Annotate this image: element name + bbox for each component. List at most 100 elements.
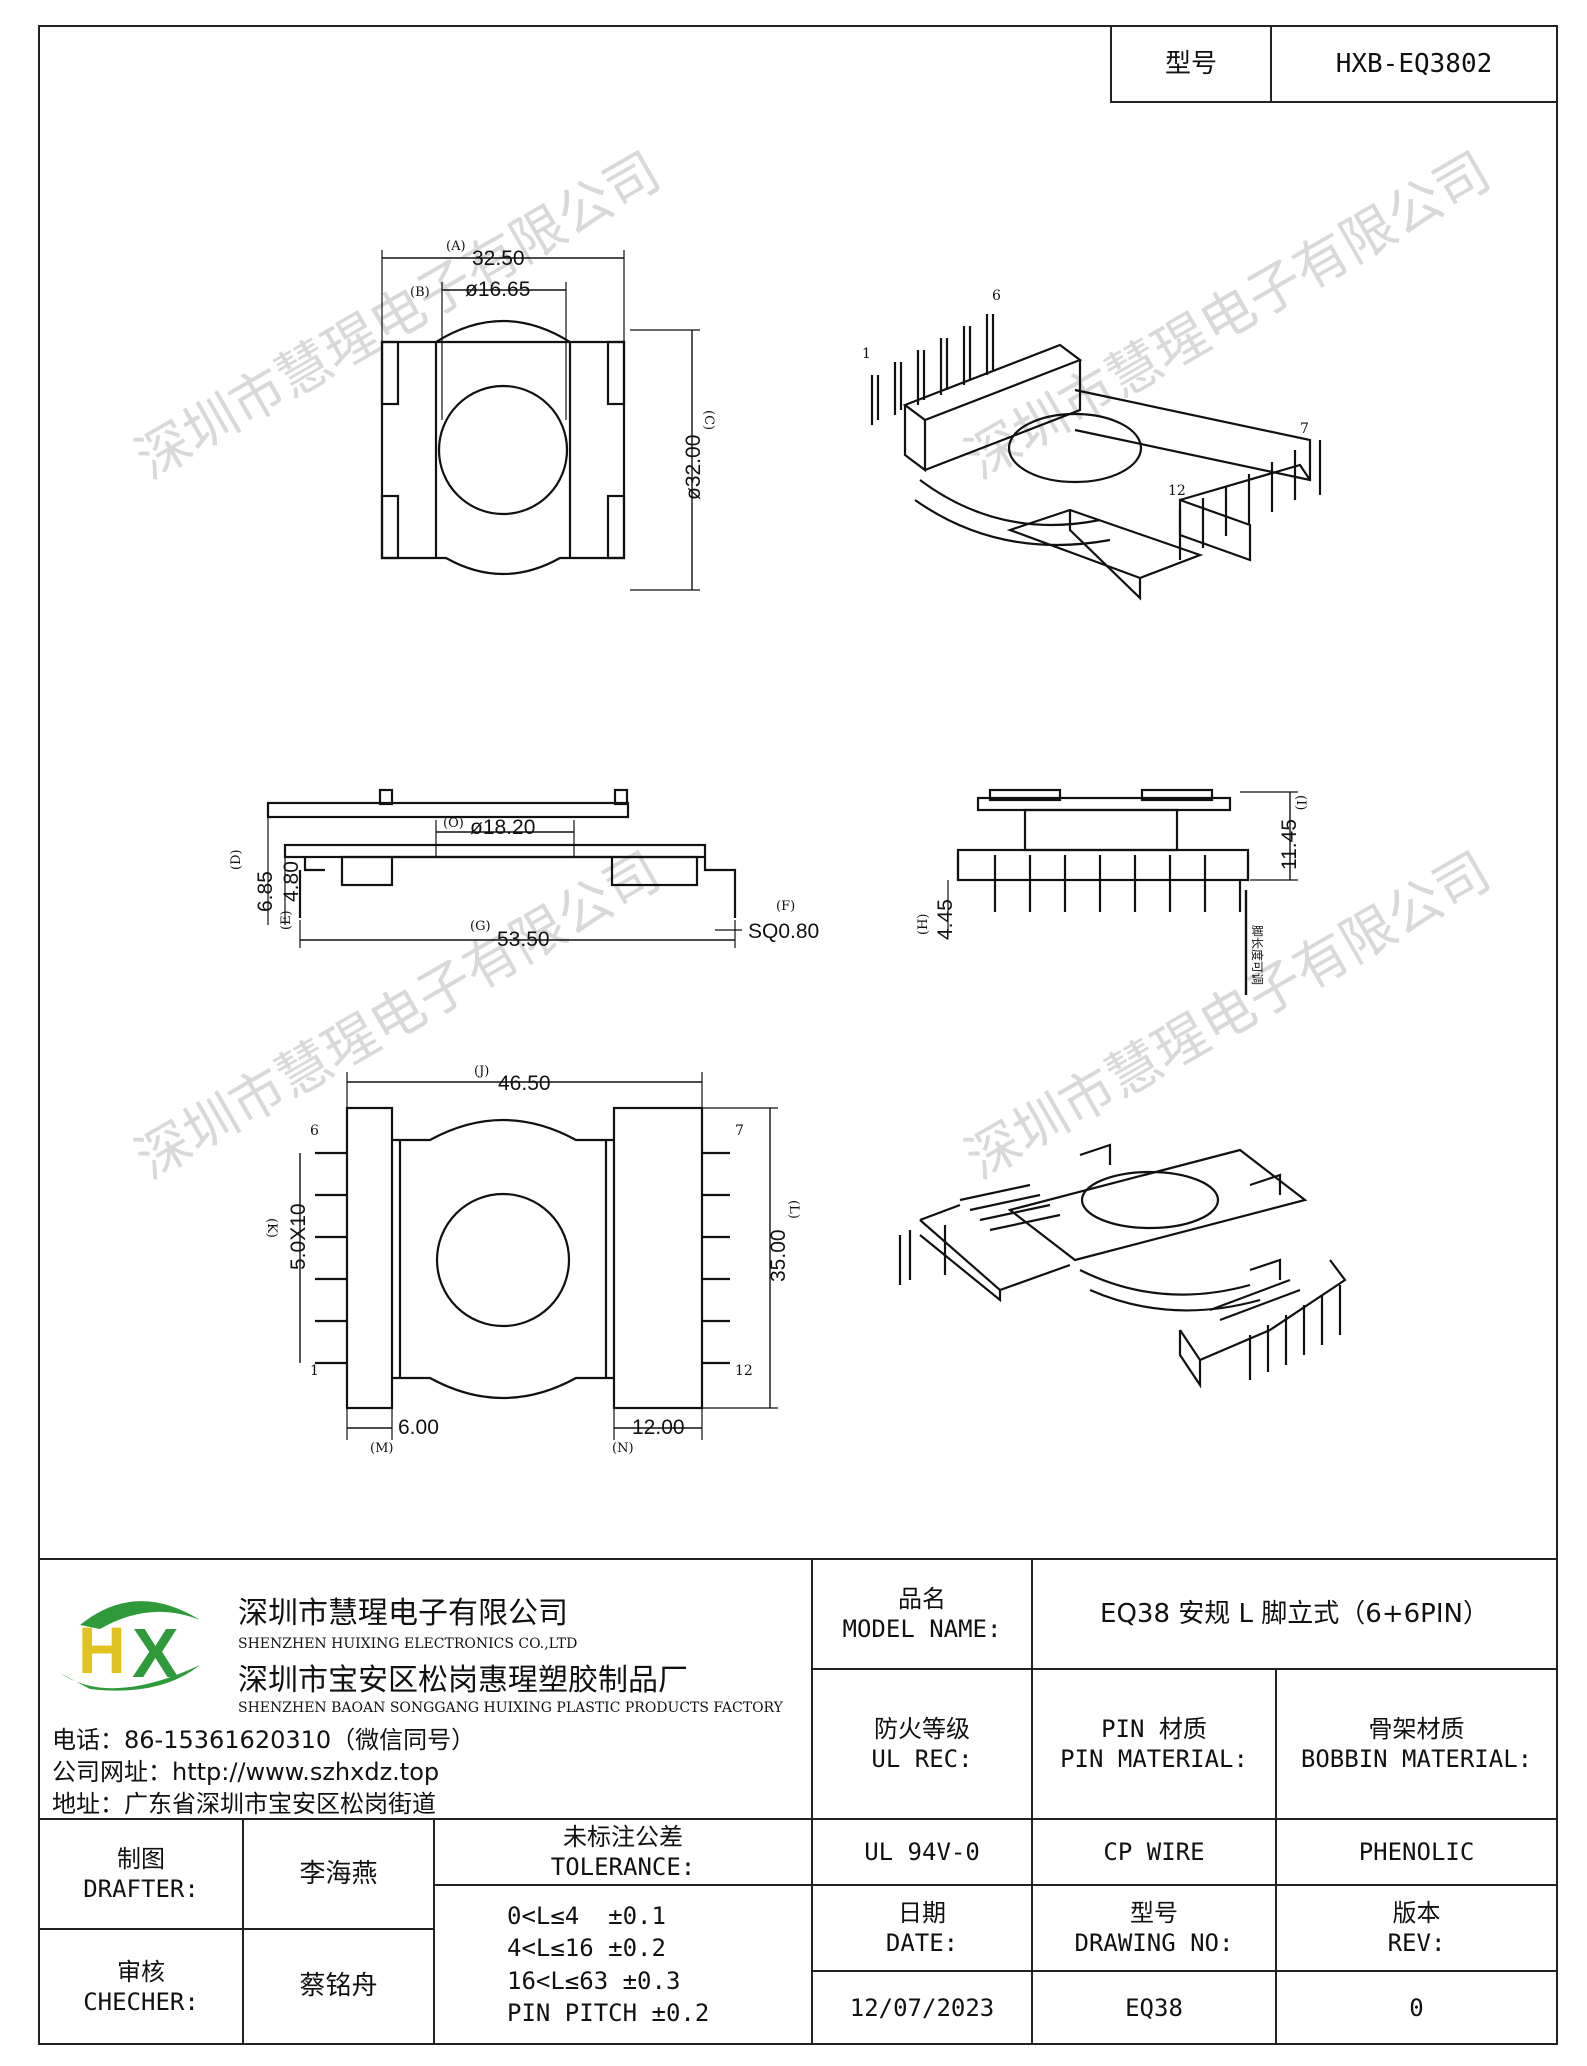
- checker-label-en: CHECHER:: [83, 1987, 199, 2016]
- date-label: 日期 DATE:: [811, 1884, 1033, 1972]
- iso-top-view: [870, 314, 1322, 601]
- tolerance-line: 0<L≤4 ±0.1: [507, 1901, 666, 1930]
- tolerance-label-cn: 未标注公差: [563, 1823, 683, 1851]
- drafter-label-en: DRAFTER:: [83, 1875, 199, 1903]
- dim-c-value: ø32.00: [682, 435, 705, 500]
- pin-length-note: 脚长度可调: [1250, 925, 1265, 985]
- dim-tag-f: (F): [776, 899, 795, 914]
- iso-pin-label-12: 12: [1168, 483, 1186, 499]
- ul-rec-value: UL 94V-0: [811, 1818, 1033, 1886]
- rev-label-cn: 版本: [1392, 1899, 1441, 1927]
- dim-tag-k: (K): [264, 1218, 279, 1238]
- iso-bottom-view: [898, 1143, 1347, 1389]
- dim-l-value: 35.00: [767, 1229, 790, 1282]
- dim-tag-d: (D): [229, 849, 244, 870]
- dim-j-value: 46.50: [498, 1072, 551, 1095]
- dim-tag-b: (B): [410, 285, 430, 300]
- ul-rec-label-en: UL REC:: [871, 1745, 973, 1773]
- rev-label: 版本 REV:: [1275, 1884, 1558, 1972]
- company-website: 公司网址：http://www.szhxdz.top: [52, 1758, 440, 1786]
- iso-pin-label-1: 1: [862, 346, 871, 362]
- dim-m-value: 6.00: [398, 1416, 439, 1439]
- pin-label-12: 12: [735, 1363, 753, 1379]
- watermark-text: 深圳市慧瑆电子有限公司: [955, 840, 1501, 1192]
- tolerance-label-en: TOLERANCE:: [550, 1853, 696, 1881]
- bottom-view: [299, 1072, 778, 1440]
- dim-b-value: ø16.65: [465, 278, 530, 301]
- date-value: 12/07/2023: [811, 1970, 1033, 2045]
- dim-k-value: 5.0X10: [287, 1203, 310, 1270]
- tolerance-line: 4<L≤16 ±0.2: [507, 1934, 666, 1963]
- dim-f-value: SQ0.80: [748, 920, 819, 943]
- date-label-cn: 日期: [898, 1899, 946, 1927]
- date-label-en: DATE:: [885, 1929, 959, 1957]
- company-address: 地址：广东省深圳市宝安区松岗街道: [52, 1790, 436, 1818]
- dim-a-value: 32.50: [472, 247, 525, 270]
- factory-name-en: SHENZHEN BAOAN SONGGANG HUIXING PLASTIC …: [238, 1700, 783, 1716]
- drawing-no-label-cn: 型号: [1130, 1899, 1178, 1927]
- dim-e-value: 4.80: [280, 861, 303, 902]
- dim-tag-e: (E): [279, 910, 294, 930]
- dim-tag-l: (L): [786, 1200, 801, 1219]
- checker-value: 蔡铭舟: [242, 1928, 435, 2045]
- drafter-value: 李海燕: [242, 1818, 435, 1930]
- dim-tag-c: (C): [701, 410, 716, 430]
- drawing-no-label: 型号 DRAWING NO:: [1031, 1884, 1277, 1972]
- tolerance-values: 0<L≤4 ±0.1 4<L≤16 ±0.2 16<L≤63 ±0.3 PIN …: [433, 1884, 813, 2045]
- checker-label: 审核 CHECHER:: [38, 1928, 244, 2045]
- drafter-label-cn: 制图: [117, 1845, 165, 1873]
- company-name-en: SHENZHEN HUIXING ELECTRONICS CO.,LTD: [238, 1636, 578, 1652]
- factory-name-cn: 深圳市宝安区松岗惠瑆塑胶制品厂: [238, 1663, 688, 1698]
- tolerance-line: PIN PITCH ±0.2: [507, 1998, 710, 2027]
- dim-n-value: 12.00: [632, 1416, 685, 1439]
- model-name-value: EQ38 安规 L 脚立式（6+6PIN）: [1031, 1558, 1558, 1670]
- drafter-label: 制图 DRAFTER:: [38, 1818, 244, 1930]
- dim-i-value: 11.45: [1278, 819, 1301, 870]
- model-name-label: 品名 MODEL NAME:: [811, 1558, 1033, 1670]
- company-name-cn: 深圳市慧瑆电子有限公司: [238, 1596, 568, 1631]
- ul-rec-label: 防火等级 UL REC:: [811, 1668, 1033, 1820]
- dim-tag-h: (H): [916, 914, 931, 935]
- dim-tag-j: (J): [474, 1064, 489, 1079]
- technical-drawing: 深圳市慧瑆电子有限公司 深圳市慧瑆电子有限公司 深圳市慧瑆电子有限公司 深圳市慧…: [125, 140, 1501, 1456]
- watermarks: 深圳市慧瑆电子有限公司 深圳市慧瑆电子有限公司 深圳市慧瑆电子有限公司 深圳市慧…: [125, 140, 1501, 1192]
- side-view: [266, 788, 742, 948]
- dim-h-value: 4.45: [934, 899, 957, 940]
- tolerance-label: 未标注公差 TOLERANCE:: [433, 1818, 813, 1886]
- company-logo: H X: [60, 1601, 200, 1692]
- dim-tag-g: (G): [470, 919, 491, 934]
- drawing-no-label-en: DRAWING NO:: [1074, 1929, 1234, 1957]
- pin-label-1: 1: [310, 1363, 319, 1379]
- watermark-text: 深圳市慧瑆电子有限公司: [955, 140, 1501, 492]
- iso-pin-label-7: 7: [1300, 421, 1309, 437]
- pin-material-label: PIN 材质 PIN MATERIAL:: [1031, 1668, 1277, 1820]
- model-name-label-en: MODEL NAME:: [842, 1615, 1002, 1643]
- dim-tag-m: (M): [370, 1441, 393, 1456]
- pin-label-7: 7: [735, 1123, 744, 1139]
- dim-g-value: 53.50: [497, 928, 550, 951]
- rev-label-en: REV:: [1387, 1929, 1446, 1957]
- tolerance-line: 16<L≤63 ±0.3: [507, 1966, 681, 1995]
- dim-tag-i: (I): [1293, 795, 1308, 810]
- bobbin-material-label-en: BOBBIN MATERIAL:: [1300, 1745, 1533, 1773]
- logo-h-letter: H: [78, 1613, 126, 1687]
- drawing-no-value: EQ38: [1031, 1970, 1277, 2045]
- iso-pin-label-6: 6: [992, 288, 1001, 304]
- dim-tag-o: (O): [443, 816, 464, 831]
- pin-material-label-en: PIN MATERIAL:: [1060, 1745, 1248, 1773]
- bobbin-material-label-cn: 骨架材质: [1368, 1715, 1465, 1743]
- logo-x-letter: X: [132, 1614, 179, 1692]
- company-phone: 电话：86-15361620310（微信同号）: [52, 1726, 476, 1754]
- dim-d-value: 6.85: [254, 871, 277, 912]
- front-view: [947, 788, 1298, 995]
- bobbin-material-label: 骨架材质 BOBBIN MATERIAL:: [1275, 1668, 1558, 1820]
- dim-tag-a: (A): [446, 239, 466, 254]
- header-model-value: HXB-EQ3802: [1270, 25, 1558, 103]
- bobbin-material-value: PHENOLIC: [1275, 1818, 1558, 1886]
- watermark-text: 深圳市慧瑆电子有限公司: [125, 140, 671, 492]
- dim-o-value: ø18.20: [470, 816, 535, 839]
- ul-rec-label-cn: 防火等级: [874, 1715, 970, 1743]
- rev-value: 0: [1275, 1970, 1558, 2045]
- top-view: [380, 250, 700, 591]
- pin-material-label-cn: PIN 材质: [1101, 1715, 1207, 1743]
